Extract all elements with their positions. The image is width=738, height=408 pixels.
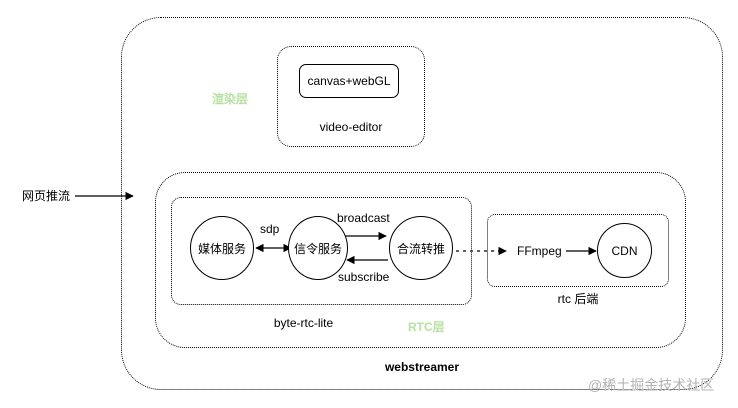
video-editor-container xyxy=(277,46,425,147)
signal-service-label: 信令服务 xyxy=(293,241,342,256)
canvas-webgl-label: canvas+webGL xyxy=(307,74,391,88)
rtc-backend-label: rtc 后端 xyxy=(557,292,599,306)
web-push-label: 网页推流 xyxy=(22,189,71,203)
webstreamer-container xyxy=(121,17,723,390)
video-editor-label: video-editor xyxy=(319,120,383,134)
merge-push-node: 合流转推 xyxy=(389,216,453,280)
render-layer-label: 渲染层 xyxy=(212,92,249,106)
watermark: @稀土掘金技术社区 xyxy=(588,377,715,393)
subscribe-label: subscribe xyxy=(338,270,390,284)
cdn-node: CDN xyxy=(597,223,652,278)
sdp-label: sdp xyxy=(260,222,280,236)
media-service-label: 媒体服务 xyxy=(197,241,246,256)
rtc-layer-label: RTC层 xyxy=(408,320,445,334)
webstreamer-label: webstreamer xyxy=(384,360,460,374)
merge-push-label: 合流转推 xyxy=(396,241,445,256)
rtc-backend-container xyxy=(487,214,669,287)
byte-rtc-lite-label: byte-rtc-lite xyxy=(273,316,334,330)
media-service-node: 媒体服务 xyxy=(190,216,254,280)
broadcast-label: broadcast xyxy=(337,211,390,225)
rtc-layer-container xyxy=(155,172,686,348)
signal-service-node: 信令服务 xyxy=(288,216,348,280)
canvas-webgl-box xyxy=(299,64,399,98)
ffmpeg-label: FFmpeg xyxy=(517,244,562,258)
cdn-label: CDN xyxy=(611,243,638,258)
